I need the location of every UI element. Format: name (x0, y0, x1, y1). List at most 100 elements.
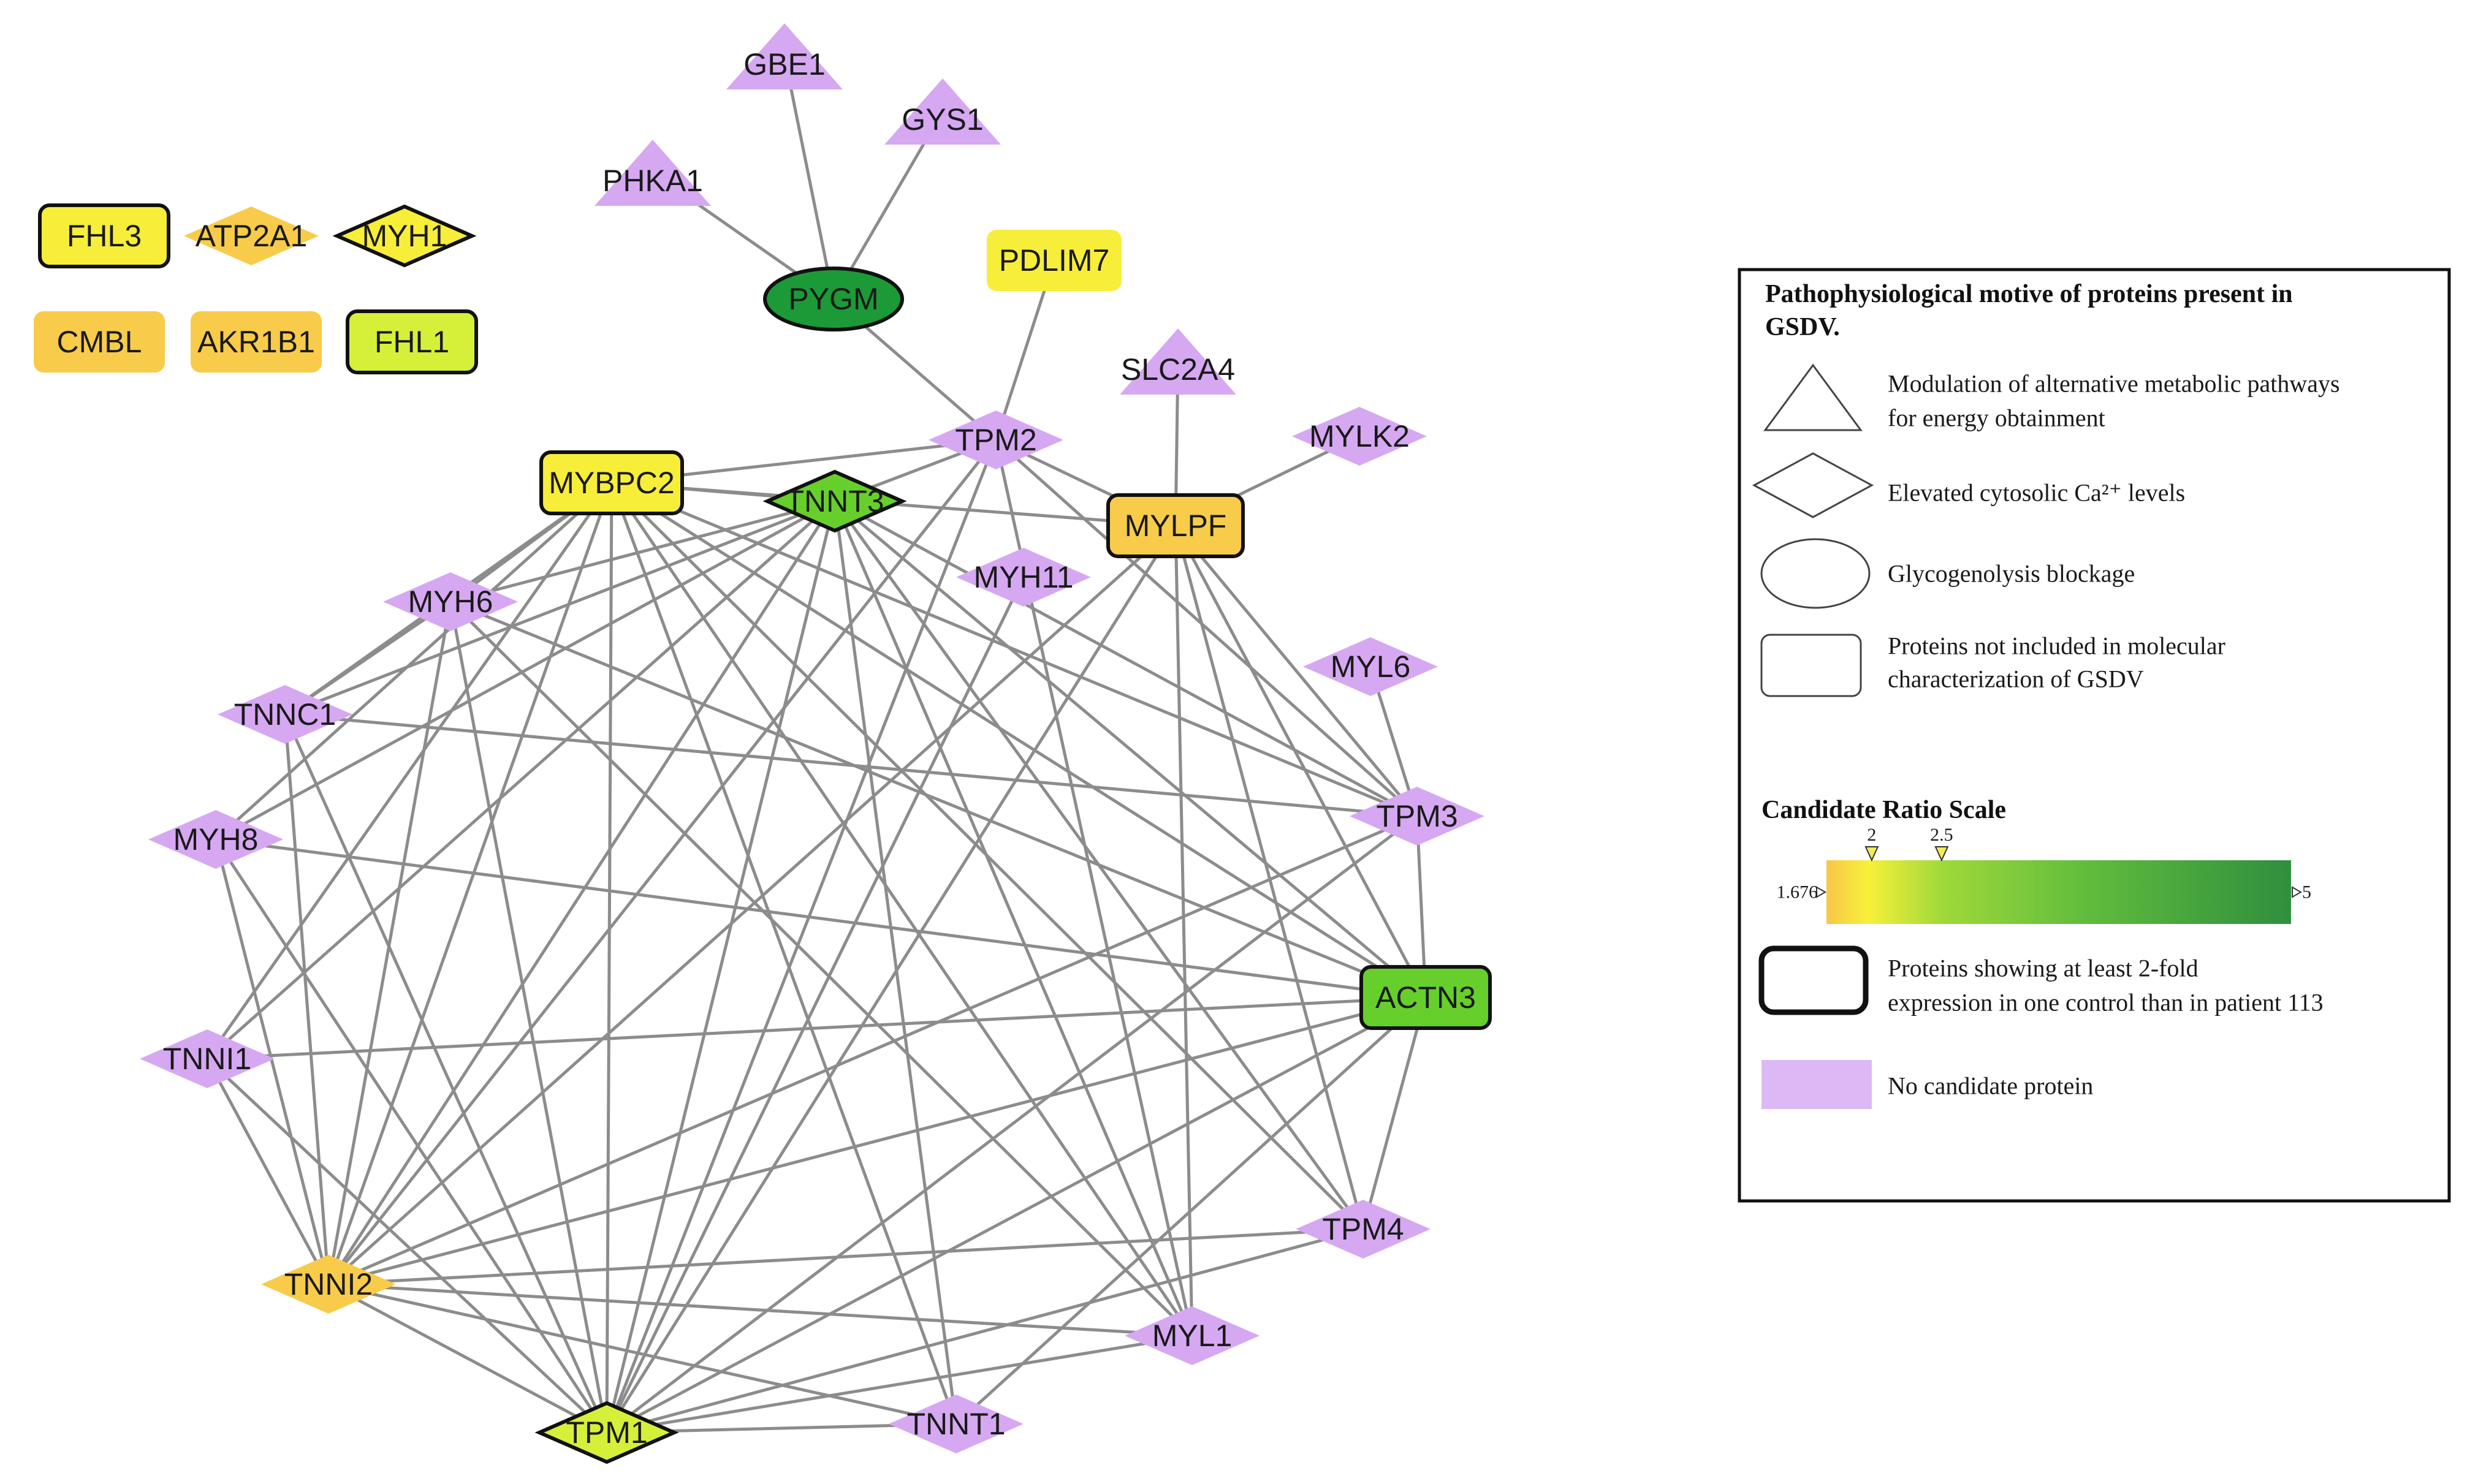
edge-tnnc1-tpm3 (284, 713, 1418, 818)
edge-myh8-tpm1 (214, 838, 609, 1434)
ratio-scale-tick-2-5-label: 2.5 (1930, 825, 1953, 845)
edge-tpm3-tpm1 (606, 815, 1418, 1434)
node-shape (148, 810, 283, 869)
node-label: MYH1 (362, 219, 447, 253)
edge-mylpf-tnni2 (327, 524, 1177, 1285)
legend-diamond-shape (1752, 452, 1874, 518)
node-myl1[interactable]: MYL1 (1125, 1306, 1260, 1365)
node-tnnt1[interactable]: TNNT1 (889, 1395, 1024, 1453)
node-shape (1125, 1306, 1260, 1365)
edge-actn3-tpm1 (606, 996, 1427, 1434)
edge-myh11-tpm1 (605, 576, 1025, 1434)
node-label: FHL1 (374, 325, 449, 359)
edge-myh8-tnni2 (214, 839, 330, 1285)
node-shape (1359, 965, 1492, 1030)
edge-actn3-tnni1 (207, 996, 1426, 1061)
ratio-scale-max-label: 5 (2302, 882, 2311, 903)
node-slc2a4[interactable]: SLC2A4 (1120, 328, 1236, 395)
legend-no-candidate-swatch (1761, 1060, 1872, 1109)
node-shape (140, 1029, 275, 1088)
ratio-scale-min-marker (1816, 886, 1827, 898)
legend-triangle-line-2: for energy obtainment (1888, 404, 2105, 432)
node-cmbl[interactable]: CMBL (34, 311, 165, 373)
node-gbe1[interactable]: GBE1 (726, 23, 843, 89)
node-shape (763, 267, 904, 331)
legend-diamond-text: Elevated cytosolic Ca²⁺ levels (1888, 479, 2185, 507)
node-shape (889, 1395, 1024, 1453)
node-fhl1[interactable]: FHL1 (346, 309, 478, 374)
node-tpm4[interactable]: TPM4 (1296, 1200, 1431, 1259)
edge-tnni2-tnnt1 (328, 1282, 957, 1426)
node-tnni2[interactable]: TNNI2 (261, 1255, 396, 1314)
node-mylpf[interactable]: MYLPF (1106, 493, 1245, 558)
node-tpm2[interactable]: TPM2 (929, 411, 1063, 469)
node-label: PHKA1 (602, 164, 703, 198)
edge-tnnt3-tnnc1 (284, 499, 835, 716)
node-label: FHL3 (67, 219, 142, 253)
node-shape (987, 230, 1122, 291)
node-akr1b1[interactable]: AKR1B1 (191, 311, 322, 373)
node-atp2a1[interactable]: ATP2A1 (184, 206, 319, 265)
ratio-scale-tick-2-marker (1864, 846, 1879, 862)
node-label: TPM4 (1322, 1212, 1404, 1246)
node-fhl3[interactable]: FHL3 (38, 203, 170, 268)
node-mybpc2[interactable]: MYBPC2 (539, 450, 684, 515)
node-shape (956, 548, 1091, 607)
node-myh1[interactable]: MYH1 (332, 204, 477, 268)
node-label: TNNT3 (785, 484, 884, 518)
node-tnnc1[interactable]: TNNC1 (218, 685, 352, 744)
node-shape (726, 23, 843, 89)
edge-myh6-actn3 (450, 600, 1426, 999)
node-label: SLC2A4 (1121, 352, 1235, 387)
node-gys1[interactable]: GYS1 (884, 78, 1001, 145)
edge-tpm4-tnni2 (328, 1227, 1364, 1286)
edge-tnni1-tnni2 (205, 1058, 330, 1285)
legend-rect-line-1: Proteins not included in molecular (1888, 632, 2225, 660)
node-label: AKR1B1 (197, 325, 315, 359)
node-label: MYL6 (1331, 649, 1411, 684)
node-shape (346, 309, 478, 374)
node-pygm[interactable]: PYGM (763, 267, 904, 331)
node-label: MYBPC2 (549, 466, 675, 500)
node-phka1[interactable]: PHKA1 (595, 140, 711, 206)
node-myh6[interactable]: MYH6 (383, 572, 518, 631)
node-myh11[interactable]: MYH11 (956, 548, 1091, 607)
node-myh8[interactable]: MYH8 (148, 810, 283, 869)
edge-mylpf-tpm3 (1174, 524, 1418, 817)
node-shape (1350, 787, 1484, 846)
node-label: MYH6 (408, 585, 493, 619)
node-shape (762, 469, 907, 533)
edge-tnnt3-myh6 (450, 499, 835, 604)
node-label: TPM2 (955, 423, 1036, 457)
legend-scale-title: Candidate Ratio Scale (1761, 796, 2006, 824)
node-pdlim7[interactable]: PDLIM7 (987, 230, 1122, 291)
node-tpm3[interactable]: TPM3 (1350, 787, 1484, 846)
legend-triangle-shape (1763, 363, 1863, 431)
legend-bold-border-shape (1758, 945, 1869, 1015)
node-label: PDLIM7 (999, 243, 1110, 278)
node-myl6[interactable]: MYL6 (1303, 637, 1438, 696)
node-label: TNNI2 (284, 1267, 373, 1301)
node-label: MYL1 (1152, 1319, 1233, 1353)
node-label: ATP2A1 (196, 219, 308, 253)
node-actn3[interactable]: ACTN3 (1359, 965, 1492, 1030)
node-tpm1[interactable]: TPM1 (534, 1401, 679, 1464)
node-tnnt3[interactable]: TNNT3 (762, 469, 907, 533)
node-label: GBE1 (743, 47, 825, 81)
node-shape (383, 572, 518, 631)
edge-tpm2-tpm3 (995, 439, 1418, 817)
legend-rect-shape (1760, 634, 1862, 697)
edge-actn3-tnnt1 (955, 996, 1427, 1425)
edge-tnnt3-actn3 (834, 500, 1427, 999)
legend-ellipse-text: Glycogenolysis blockage (1888, 560, 2135, 588)
edge-mybpc2-tnni2 (327, 482, 614, 1285)
node-mylk2[interactable]: MYLK2 (1292, 407, 1427, 466)
node-tnni1[interactable]: TNNI1 (140, 1029, 275, 1088)
legend-title-line-1: Pathophysiological motive of proteins pr… (1765, 280, 2293, 308)
node-shape (191, 311, 322, 373)
edge-tpm3-tnni2 (328, 814, 1418, 1286)
legend-bold-border-line-1: Proteins showing at least 2-fold (1888, 955, 2198, 982)
edge-tnnc1-tnni2 (283, 714, 330, 1285)
edge-myh8-actn3 (215, 838, 1426, 999)
